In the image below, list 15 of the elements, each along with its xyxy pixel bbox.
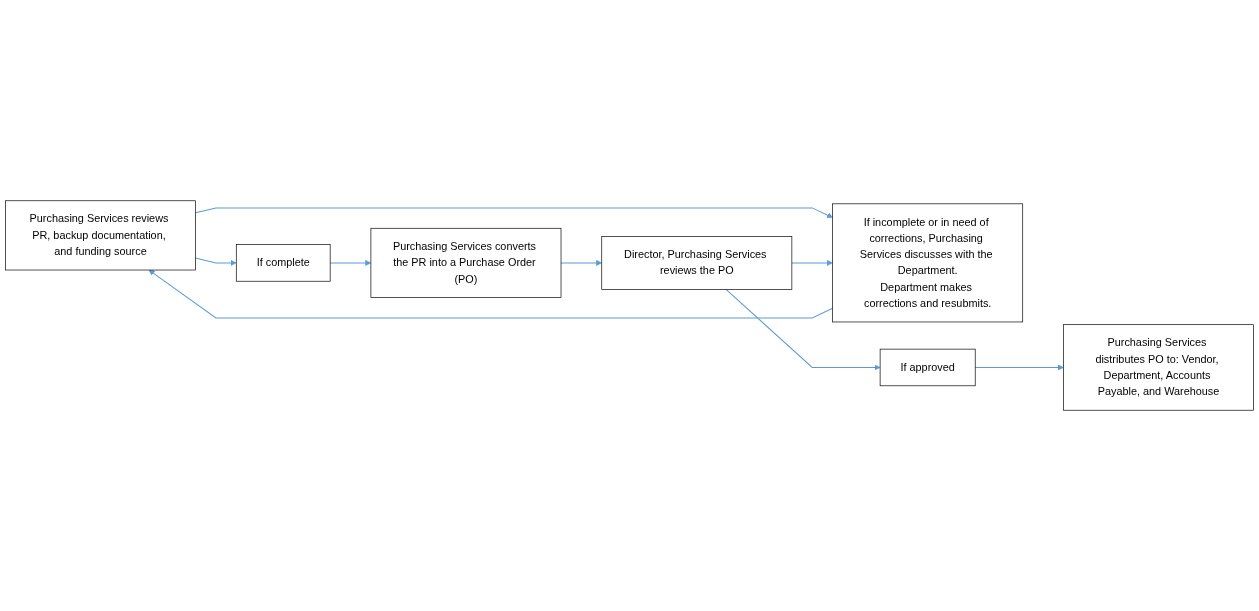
arrow xyxy=(725,288,881,371)
arrow xyxy=(195,257,237,266)
node-box: Purchasing Services converts the PR into a Purchase Order (PO) xyxy=(370,227,562,298)
node-box: If approved xyxy=(879,348,976,387)
node-box: Purchasing Services distributes PO to: Vendor, Department, Accounts Payable, and Warehouse xyxy=(1063,324,1254,411)
node-box: Director, Purchasing Services reviews the PO xyxy=(601,236,793,290)
arrow xyxy=(148,269,834,319)
node-box: Purchasing Services reviews PR, backup documentation, and funding source xyxy=(5,200,196,271)
node-box: If incomplete or in need of corrections, Purchasing Services discusses with the Department. Department makes corrections and resubmits. xyxy=(832,203,1024,323)
arrow xyxy=(195,207,833,218)
arrow xyxy=(329,259,372,266)
arrow xyxy=(974,364,1064,371)
node-box: If complete xyxy=(235,244,331,282)
arrow xyxy=(791,259,833,266)
arrow xyxy=(560,259,602,266)
